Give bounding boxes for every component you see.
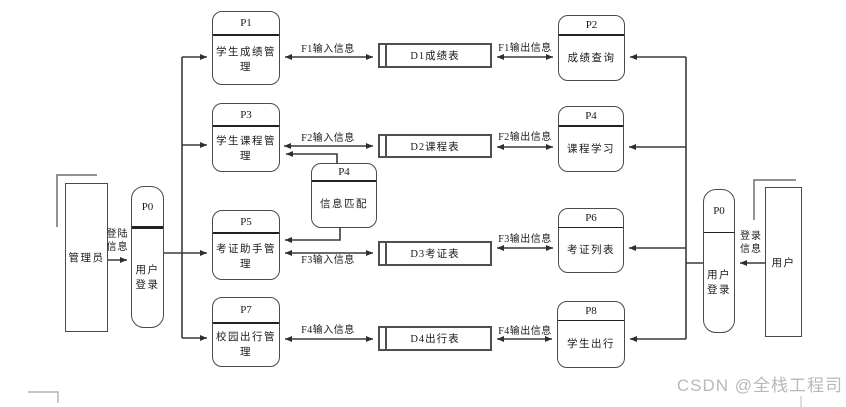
datastore-d3-label: D3考证表 bbox=[410, 249, 460, 260]
entity-admin-label: 管理员 bbox=[68, 253, 105, 264]
admin-entity-bracket bbox=[56, 174, 97, 227]
process-p4-mid-label: 信息匹配 bbox=[320, 199, 368, 210]
process-p2-label: 成绩查询 bbox=[567, 52, 616, 64]
process-p1-id: P1 bbox=[213, 12, 279, 36]
datastore-d3: D3考证表 bbox=[378, 241, 492, 266]
process-p7-label: 校园出行管理 bbox=[216, 332, 276, 358]
process-p5-id: P5 bbox=[213, 211, 279, 234]
process-p0-right: P0 用户登录 bbox=[703, 189, 735, 333]
process-p8-id: P8 bbox=[558, 302, 624, 321]
process-p6-label: 考证列表 bbox=[567, 244, 615, 256]
edge-p4mid-to-p5 bbox=[285, 228, 341, 243]
flow-label-f2-in: F2输入信息 bbox=[301, 133, 355, 144]
process-p7: P7 校园出行管理 bbox=[212, 297, 280, 367]
process-p0-left-id: P0 bbox=[132, 187, 163, 229]
entity-user-label: 用户 bbox=[771, 257, 796, 269]
process-p0-left: P0 用户登录 bbox=[131, 186, 164, 328]
process-p1: P1 学生成绩管理 bbox=[212, 11, 280, 85]
flow-label-f1-in: F1输入信息 bbox=[301, 44, 355, 55]
process-p8: P8 学生出行 bbox=[557, 301, 625, 368]
process-p8-label: 学生出行 bbox=[567, 338, 615, 350]
process-p2: P2 成绩查询 bbox=[558, 15, 625, 81]
process-p7-id: P7 bbox=[213, 298, 279, 324]
process-p0-right-label: 用户登录 bbox=[707, 269, 731, 296]
datastore-d1-label: D1成绩表 bbox=[410, 51, 460, 62]
entity-user: 用户 bbox=[765, 187, 802, 337]
process-p6-id: P6 bbox=[559, 209, 623, 228]
process-p6: P6 考证列表 bbox=[558, 208, 624, 273]
entity-admin: 管理员 bbox=[65, 183, 108, 332]
process-p4-right-id: P4 bbox=[559, 107, 623, 127]
process-p4-right-label: 课程学习 bbox=[567, 143, 615, 155]
process-p4-mid: P4 信息匹配 bbox=[311, 163, 377, 228]
datastore-d4: D4出行表 bbox=[378, 326, 492, 351]
flow-label-f3-in: F3输入信息 bbox=[301, 255, 355, 266]
process-p3-id: P3 bbox=[213, 104, 279, 127]
datastore-d1: D1成绩表 bbox=[378, 43, 492, 68]
process-p5-label: 考证助手管理 bbox=[216, 243, 276, 270]
datastore-d2-label: D2课程表 bbox=[410, 141, 460, 153]
process-p2-id: P2 bbox=[559, 16, 624, 36]
process-p1-label: 学生成绩管理 bbox=[216, 47, 276, 73]
flow-label-login-right: 登录信息 bbox=[740, 231, 762, 255]
process-p0-left-label: 用户登录 bbox=[135, 265, 160, 291]
user-entity-bracket bbox=[753, 179, 796, 220]
process-p0-right-id: P0 bbox=[704, 190, 734, 233]
process-p4-right: P4 课程学习 bbox=[558, 106, 624, 172]
edge-p4mid-to-p3 bbox=[286, 151, 338, 163]
flow-label-f4-in: F4输入信息 bbox=[301, 325, 355, 336]
flow-label-f3-out: F3输出信息 bbox=[498, 234, 552, 245]
flow-label-f4-out: F4输出信息 bbox=[498, 326, 552, 337]
datastore-d4-label: D4出行表 bbox=[410, 334, 460, 345]
process-p4-mid-id: P4 bbox=[312, 164, 376, 182]
flow-label-login-left: 登陆信息 bbox=[106, 229, 129, 253]
corner-artifact-mark bbox=[28, 391, 59, 403]
process-p3: P3 学生课程管理 bbox=[212, 103, 280, 172]
datastore-d2: D2课程表 bbox=[378, 134, 492, 158]
process-p3-label: 学生课程管理 bbox=[216, 136, 276, 162]
watermark: CSDN @全栈工程司 bbox=[676, 376, 843, 395]
flow-label-f1-out: F1输出信息 bbox=[498, 43, 552, 54]
process-p5: P5 考证助手管理 bbox=[212, 210, 280, 280]
flow-label-f2-out: F2输出信息 bbox=[498, 132, 552, 143]
